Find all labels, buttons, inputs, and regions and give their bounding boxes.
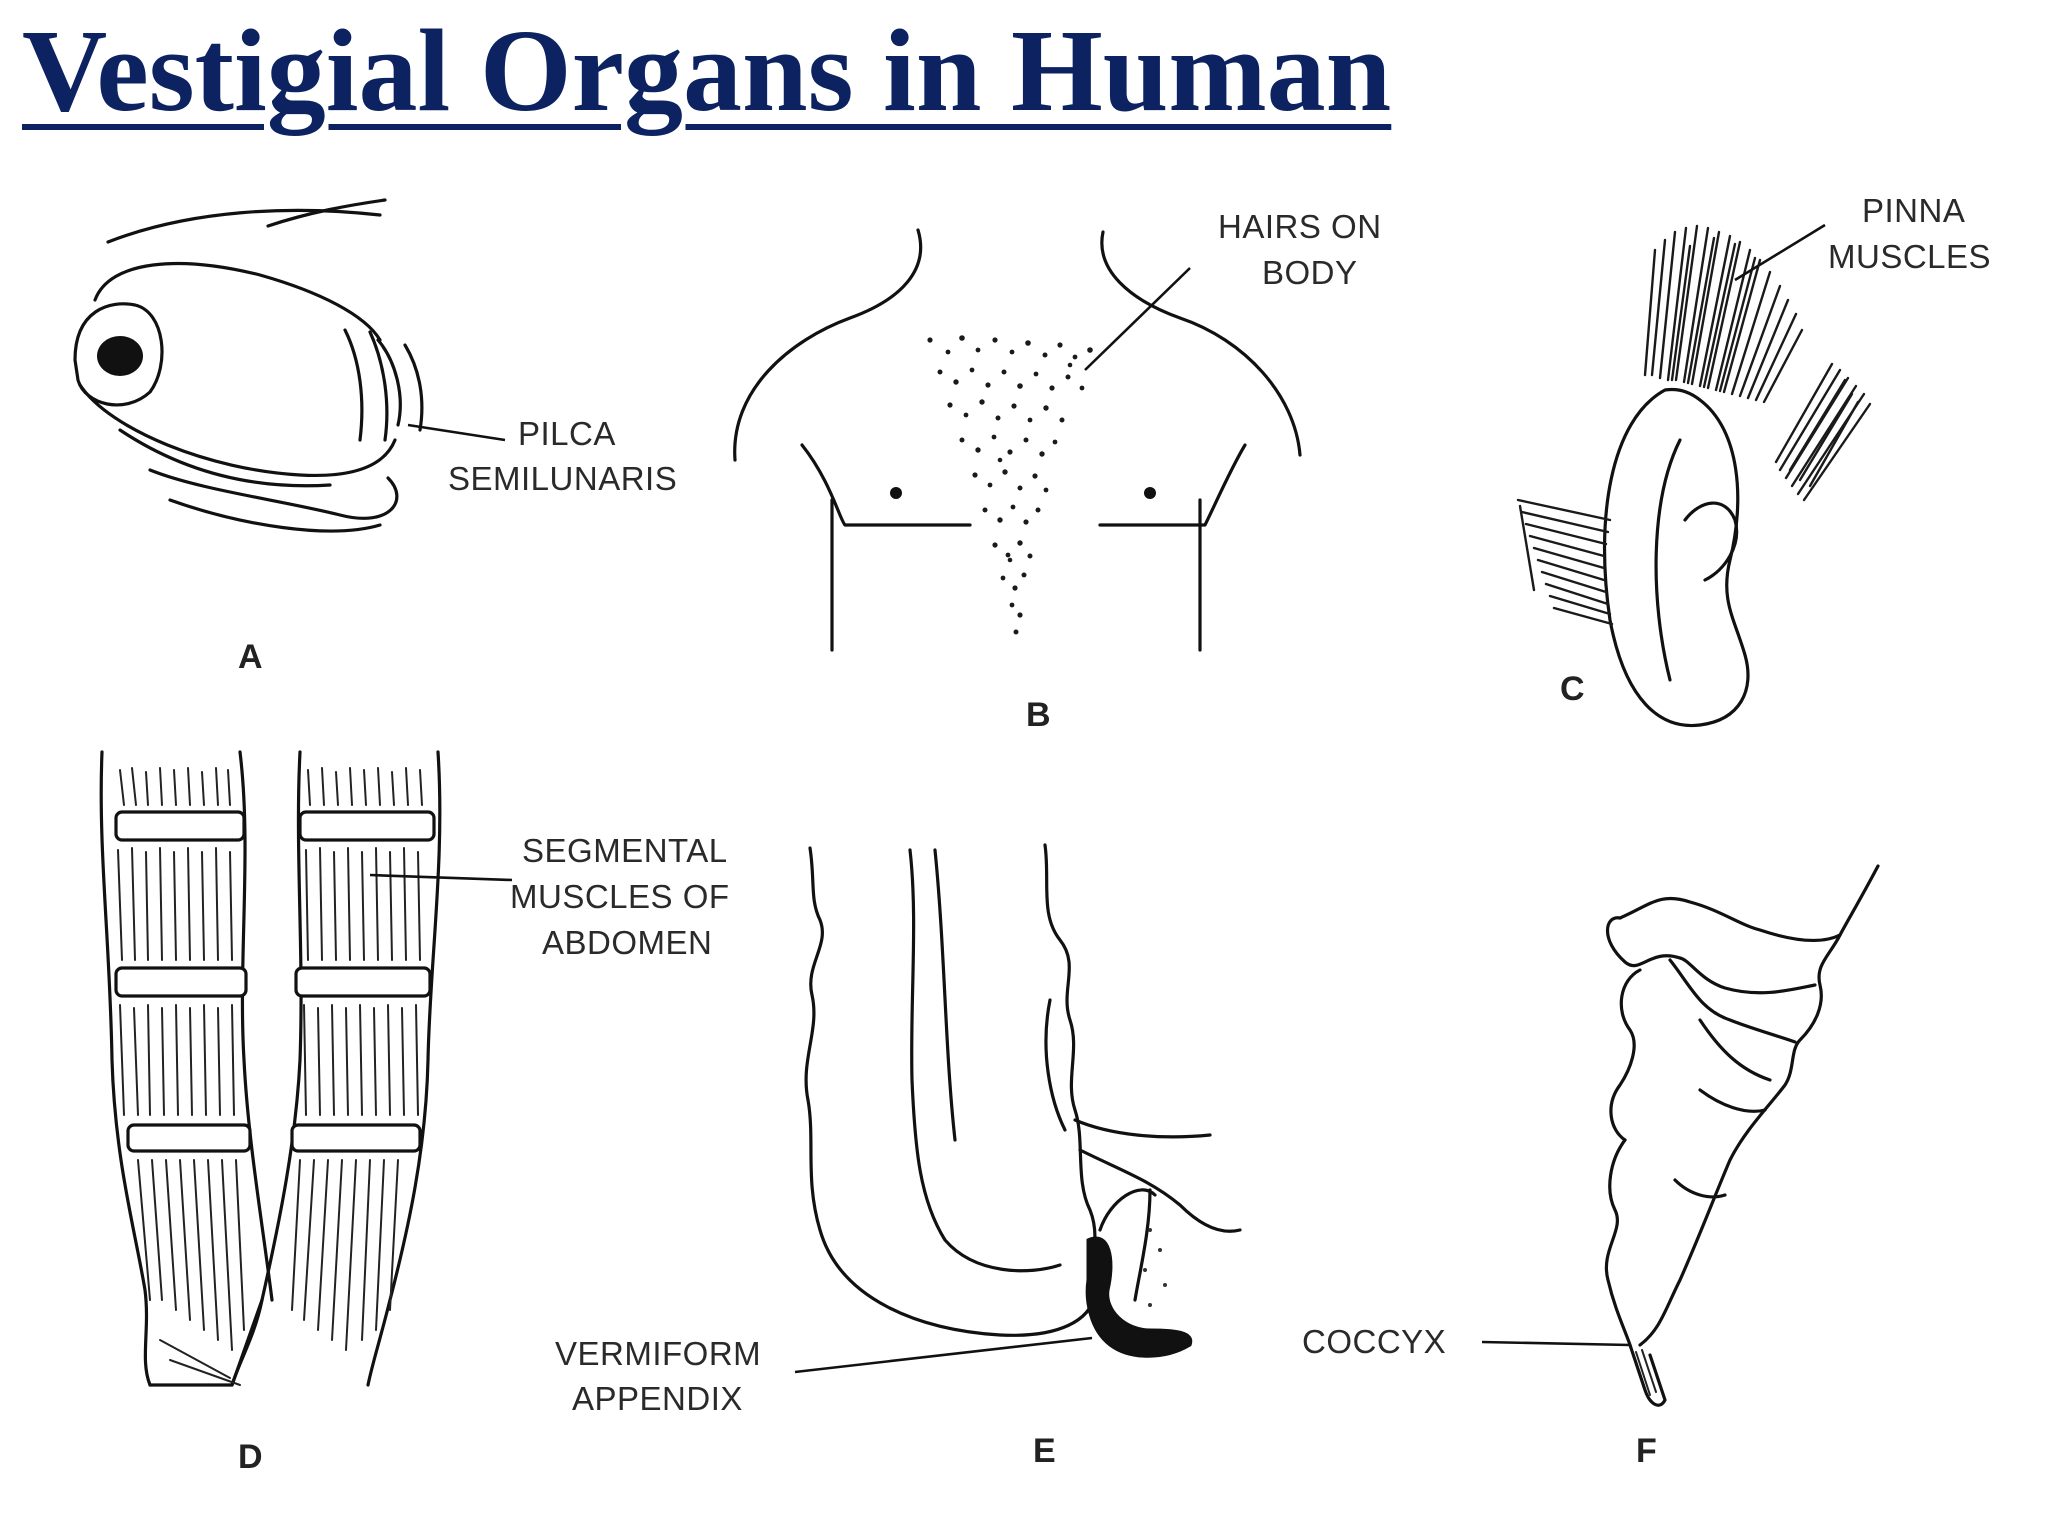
panel-a-letter: A bbox=[238, 638, 263, 676]
panel-d-label-line-3: ABDOMEN bbox=[542, 924, 712, 961]
panel-a-label-line-1: PILCA bbox=[518, 415, 616, 452]
panel-e-label-line-2: APPENDIX bbox=[572, 1380, 743, 1417]
panel-d-abdomen-drawing bbox=[99, 750, 513, 1387]
panel-a-eye-drawing bbox=[73, 198, 506, 533]
panel-b-chest-drawing bbox=[733, 228, 1302, 652]
panel-f-coccyx-drawing bbox=[1481, 864, 1880, 1407]
panel-c-label-line-2: MUSCLES bbox=[1828, 238, 1991, 275]
panel-d-letter: D bbox=[238, 1438, 263, 1476]
panel-b-label-line-2: BODY bbox=[1262, 254, 1358, 291]
panel-e-appendix-drawing bbox=[794, 843, 1242, 1374]
panel-f-label: COCCYX bbox=[1302, 1323, 1446, 1360]
panel-b-letter: B bbox=[1026, 696, 1051, 734]
panel-a-label-line-2: SEMILUNARIS bbox=[448, 460, 677, 497]
panel-b-label-line-1: HAIRS ON bbox=[1218, 208, 1382, 245]
panel-d-label-line-2: MUSCLES OF bbox=[510, 878, 730, 915]
panel-e-label-line-1: VERMIFORM bbox=[555, 1335, 761, 1372]
panel-c-letter: C bbox=[1560, 670, 1585, 708]
slide-title: Vestigial Organs in Human bbox=[22, 5, 1392, 136]
panel-c-label-line-1: PINNA bbox=[1862, 192, 1965, 229]
panel-d-label-line-1: SEGMENTAL bbox=[522, 832, 728, 869]
panel-e-letter: E bbox=[1033, 1432, 1056, 1470]
panel-c-ear-drawing bbox=[1516, 223, 1872, 728]
panel-f-letter: F bbox=[1636, 1432, 1657, 1470]
